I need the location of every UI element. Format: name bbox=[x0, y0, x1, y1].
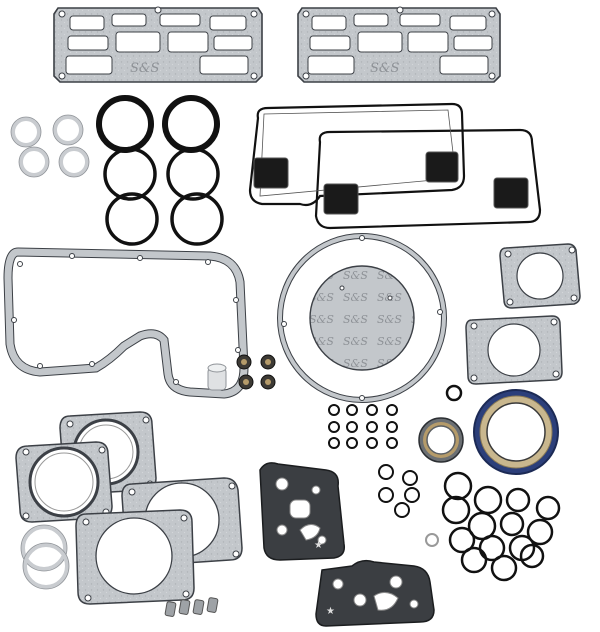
rocker-box-seals bbox=[248, 102, 542, 230]
dowel-pins bbox=[164, 597, 219, 617]
oil-seal-large bbox=[473, 389, 559, 475]
small-o-ring bbox=[445, 384, 463, 402]
rocker-cover-gasket-left: S&S bbox=[53, 6, 263, 83]
rocker-cover-gasket-right: S&S bbox=[297, 6, 501, 83]
small-o-ring-grid bbox=[328, 404, 398, 449]
valve-stem-seals bbox=[236, 354, 276, 390]
oil-pump-gasket-upper: ★ bbox=[259, 462, 346, 561]
svg-text:S&S: S&S bbox=[370, 61, 399, 76]
cylinder-gasket-lower bbox=[75, 509, 195, 605]
black-o-rings-group bbox=[96, 95, 224, 246]
o-ring-assortment bbox=[378, 464, 561, 582]
svg-text:★: ★ bbox=[326, 606, 335, 617]
oil-seal-small bbox=[418, 417, 464, 463]
oil-pump-gasket-lower: ★ bbox=[315, 559, 435, 627]
svg-text:★: ★ bbox=[314, 540, 323, 551]
plastic-cap bbox=[207, 363, 227, 391]
cylinder-base-gasket-top bbox=[499, 243, 581, 309]
round-cover-gasket bbox=[277, 233, 447, 403]
rocker-seal-pads bbox=[253, 151, 529, 215]
silver-washers-group bbox=[11, 115, 89, 177]
silver-ring-stack bbox=[20, 524, 70, 590]
svg-text:S&S: S&S bbox=[130, 61, 159, 76]
cylinder-base-gasket-bottom bbox=[465, 315, 563, 385]
